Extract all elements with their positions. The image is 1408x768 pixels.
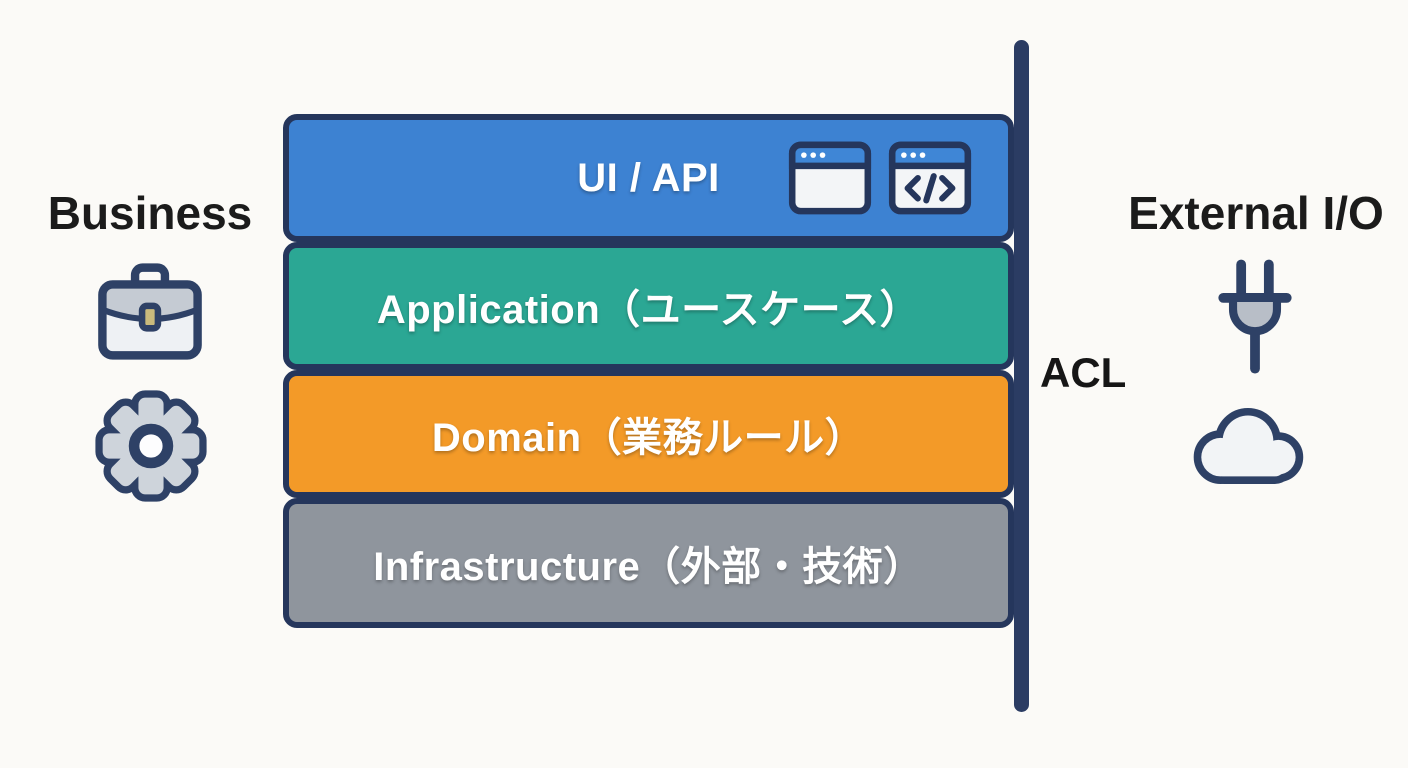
- business-title: Business: [47, 187, 253, 239]
- layer-ui-api: UI / API: [283, 114, 1014, 242]
- acl-boundary-line: [1014, 40, 1029, 712]
- cloud-icon: [1180, 399, 1322, 496]
- layer-domain-label: Domain（業務ルール）: [431, 416, 866, 460]
- plug-icon: [1210, 258, 1300, 376]
- layer-ui-api-label: UI / API: [577, 155, 720, 200]
- code-window-icon: [888, 141, 972, 216]
- briefcase-icon: [94, 259, 206, 364]
- acl-label: ACL: [1040, 349, 1127, 396]
- ui-api-icons: [788, 141, 972, 216]
- browser-window-icon: [788, 141, 872, 216]
- layer-infrastructure: Infrastructure（外部・技術）: [283, 498, 1014, 628]
- layer-infrastructure-label: Infrastructure（外部・技術）: [373, 545, 924, 589]
- layer-domain: Domain（業務ルール）: [283, 370, 1014, 498]
- layer-application-label: Application（ユースケース）: [376, 288, 921, 332]
- layer-application: Application（ユースケース）: [283, 242, 1014, 370]
- gear-icon: [92, 388, 210, 504]
- external-io-title: External I/O: [1128, 187, 1384, 239]
